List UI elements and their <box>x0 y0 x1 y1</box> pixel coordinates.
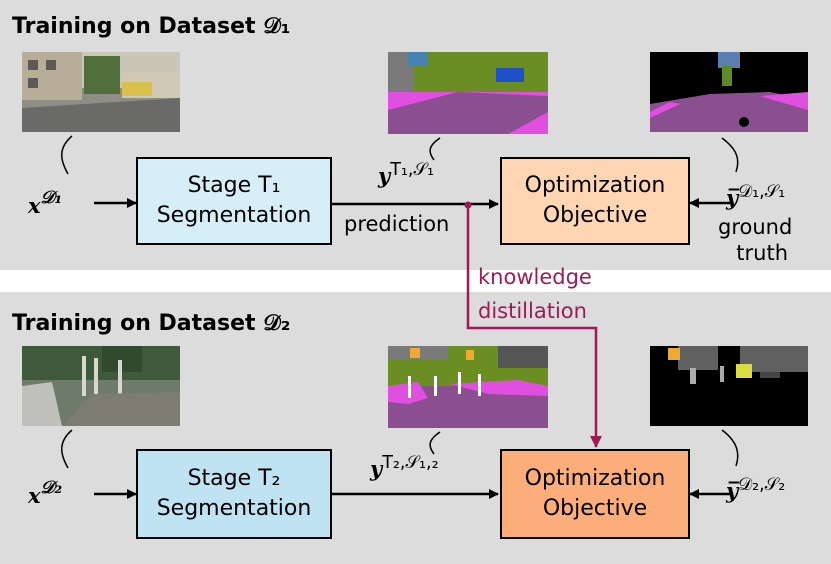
objective-label-1: Objective <box>542 203 648 228</box>
prediction-image-1 <box>388 52 548 134</box>
stage-2-sublabel: Segmentation <box>156 496 312 521</box>
ground-truth-label-1: y̅𝒟₁,𝒮₁ <box>726 182 786 210</box>
prediction-link-1 <box>429 137 441 161</box>
input-label-2: x𝒟₂ <box>28 478 63 508</box>
panel-2-title: Training on Dataset 𝒟₂ <box>12 311 291 336</box>
ground-truth-image-2 <box>650 346 808 426</box>
prediction-label-2: yT₂,𝒮₁,₂ <box>370 453 439 481</box>
stage-1-label: Stage T₁ <box>187 173 281 198</box>
stage-1-segmentation-box: Stage T₁ Segmentation <box>136 157 332 245</box>
input-image-1 <box>22 52 180 132</box>
input-image-2 <box>22 346 180 426</box>
input-link-1 <box>61 135 73 175</box>
prediction-label-1: yT₁,𝒮₁ <box>378 160 435 188</box>
ground-truth-label-2: y̅𝒟₂,𝒮₂ <box>726 475 786 503</box>
optimization-objective-box-2: Optimization Objective <box>500 449 690 539</box>
stage-2-label: Stage T₂ <box>187 466 281 491</box>
optimization-label-1: Optimization <box>524 173 666 198</box>
objective-label-2: Objective <box>542 496 648 521</box>
prediction-caption: prediction <box>344 212 450 236</box>
optimization-label-2: Optimization <box>524 466 666 491</box>
ground-truth-link-1 <box>721 137 739 173</box>
ground-truth-link-2 <box>721 429 739 467</box>
distillation-branch-dot <box>464 201 472 209</box>
knowledge-distillation-label: knowledge distillation <box>478 265 592 323</box>
input-link-2 <box>61 429 73 469</box>
prediction-image-2 <box>388 346 548 428</box>
panel-1-title: Training on Dataset 𝒟₁ <box>12 14 291 39</box>
prediction-link-2 <box>429 431 441 455</box>
stage-1-sublabel: Segmentation <box>156 203 312 228</box>
ground-truth-caption: ground truth <box>718 215 793 265</box>
ground-truth-image-1 <box>650 52 808 132</box>
stage-2-segmentation-box: Stage T₂ Segmentation <box>136 449 332 539</box>
optimization-objective-box-1: Optimization Objective <box>500 157 690 245</box>
input-label-1: x𝒟₁ <box>28 188 63 218</box>
knowledge-distillation-arrow <box>466 205 602 448</box>
